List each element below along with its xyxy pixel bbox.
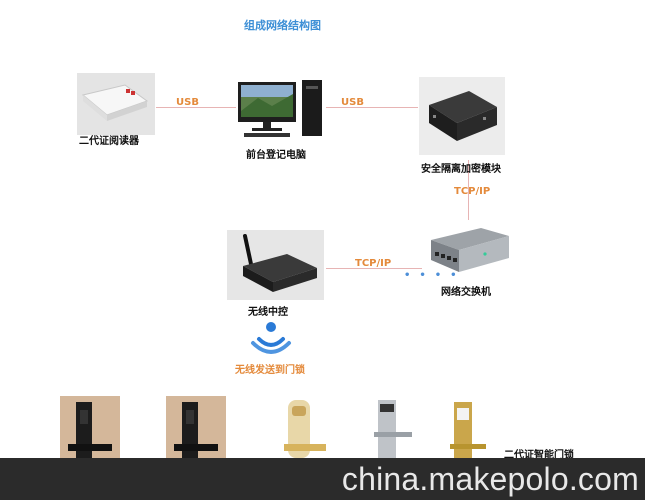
usb-label-left: USB bbox=[176, 97, 199, 108]
usb-connector-right bbox=[326, 107, 418, 108]
smart-lock-label: 二代证智能门锁 bbox=[504, 450, 574, 461]
door-lock-icon bbox=[450, 402, 486, 458]
door-lock-icon bbox=[174, 402, 218, 458]
tcpip-connector-horizontal bbox=[326, 268, 422, 269]
wireless-controller-icon bbox=[243, 234, 317, 292]
door-lock-3-photo bbox=[278, 396, 326, 458]
network-switch-label: 网络交换机 bbox=[441, 287, 491, 298]
diagram-title: 组成网络结构图 bbox=[244, 19, 321, 32]
id-reader-label: 二代证阅读器 bbox=[79, 136, 139, 147]
id-reader-photo bbox=[77, 73, 155, 135]
door-lock-4-photo bbox=[370, 396, 416, 458]
tcpip-label-vertical: TCP/IP bbox=[454, 186, 491, 197]
door-lock-icon bbox=[374, 400, 412, 458]
id-reader-icon bbox=[81, 84, 149, 121]
encryption-module-icon bbox=[429, 91, 497, 141]
network-switch-photo bbox=[425, 222, 511, 280]
wireless-send-label: 无线发送到门锁 bbox=[235, 365, 305, 376]
usb-connector-left bbox=[156, 107, 236, 108]
watermark-text: china.makepolo.com bbox=[341, 461, 639, 497]
wireless-controller-photo bbox=[227, 230, 324, 300]
door-lock-icon bbox=[284, 400, 326, 458]
wifi-signal-icon bbox=[250, 315, 292, 357]
encryption-module-photo bbox=[419, 77, 505, 155]
door-lock-icon bbox=[68, 402, 112, 458]
front-desk-pc-photo bbox=[236, 76, 326, 138]
network-switch-icon bbox=[431, 228, 509, 272]
tcpip-connector-vertical bbox=[468, 160, 469, 220]
door-lock-1-photo bbox=[60, 396, 120, 458]
computer-icon bbox=[238, 80, 322, 137]
watermark-bar bbox=[0, 458, 645, 500]
door-lock-2-photo bbox=[166, 396, 226, 458]
encryption-module-label: 安全隔离加密模块 bbox=[421, 164, 501, 175]
front-desk-pc-label: 前台登记电脑 bbox=[246, 150, 306, 161]
tcpip-label-horizontal: TCP/IP bbox=[355, 258, 392, 269]
connection-dots: •••• bbox=[404, 270, 466, 281]
door-lock-5-photo bbox=[448, 398, 488, 458]
wireless-controller-label: 无线中控 bbox=[248, 307, 288, 318]
usb-label-right: USB bbox=[341, 97, 364, 108]
